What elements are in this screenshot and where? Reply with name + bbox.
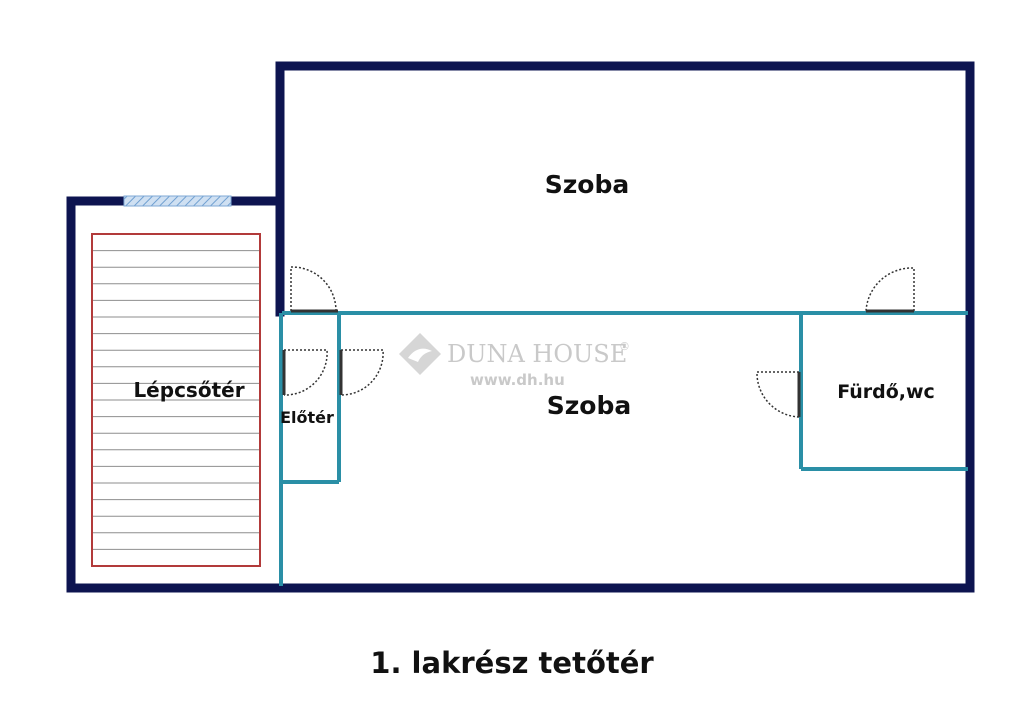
outer-wall: [66, 61, 975, 593]
watermark: DUNA HOUSE ® www.dh.hu: [399, 333, 630, 389]
plan-caption: 1. lakrész tetőtér: [370, 646, 654, 680]
watermark-url: www.dh.hu: [470, 371, 565, 389]
watermark-brand: DUNA HOUSE: [447, 340, 627, 368]
watermark-registered: ®: [619, 340, 630, 353]
duna-house-logo-icon: [399, 333, 441, 375]
window: [123, 195, 232, 207]
door-swing-lower-room: [339, 349, 384, 396]
inner-walls: [279, 311, 968, 586]
door-swing-upper-left: [290, 266, 338, 313]
room-label-szoba-lower: Szoba: [547, 391, 632, 420]
room-label-lepcsoter: Lépcsőtér: [133, 378, 244, 402]
room-label-eloter: Előtér: [280, 408, 334, 427]
door-swing-bathroom: [756, 371, 801, 418]
door-swing-eloter: [282, 349, 328, 396]
door-swing-upper-right: [865, 267, 915, 313]
staircase: [91, 233, 261, 567]
room-label-szoba-upper: Szoba: [545, 170, 630, 199]
room-label-furdo: Fürdő,wc: [837, 381, 935, 403]
